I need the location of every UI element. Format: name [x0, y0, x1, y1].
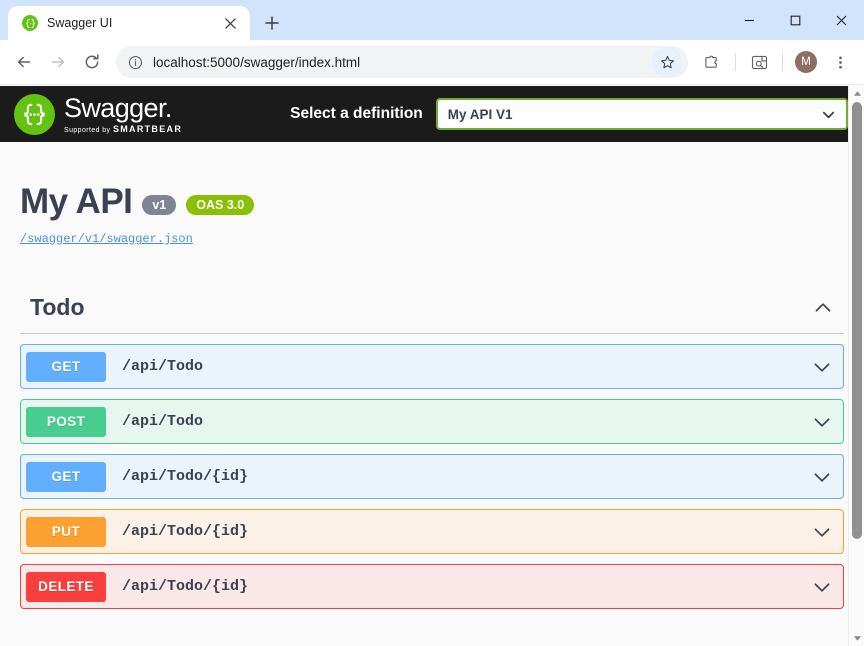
http-method-badge: POST: [26, 406, 106, 437]
chevron-up-icon[interactable]: [812, 297, 834, 319]
bookmark-star-icon[interactable]: [652, 47, 682, 77]
url-text: localhost:5000/swagger/index.html: [153, 54, 361, 70]
page-viewport: Swagger. Supported by SMARTBEAR Select a…: [0, 86, 864, 646]
operation-row[interactable]: GET /api/Todo: [20, 344, 844, 389]
spec-url-link[interactable]: /swagger/v1/swagger.json: [20, 232, 193, 246]
tag-name: Todo: [30, 294, 85, 320]
scrollbar-thumb[interactable]: [852, 102, 862, 539]
reload-button[interactable]: [76, 46, 108, 78]
definition-select[interactable]: My API V1: [435, 98, 848, 130]
operation-row[interactable]: POST /api/Todo: [20, 399, 844, 444]
tab-strip: Swagger UI: [0, 0, 864, 40]
browser-toolbar: localhost:5000/swagger/index.html M: [0, 40, 864, 85]
page-scrollbar[interactable]: [848, 86, 864, 646]
swagger-logo-text: Swagger: [64, 92, 165, 123]
operation-path: /api/Todo: [122, 413, 204, 430]
api-version-badge: v1: [142, 194, 177, 215]
operation-path: /api/Todo: [122, 358, 204, 375]
tab-close-icon[interactable]: [221, 14, 240, 33]
window-maximize-button[interactable]: [772, 0, 818, 40]
chevron-down-icon[interactable]: [811, 521, 833, 543]
swagger-favicon-icon: [22, 15, 38, 31]
operation-path: /api/Todo/{id}: [122, 578, 249, 595]
extensions-puzzle-icon[interactable]: [696, 46, 728, 78]
scroll-down-arrow-icon[interactable]: [849, 631, 864, 646]
http-method-badge: GET: [26, 351, 106, 382]
swagger-logo-trademark: .: [164, 92, 172, 123]
select-definition-label: Select a definition: [290, 105, 423, 122]
definition-selected-value: My API V1: [447, 106, 513, 122]
operations-list: GET /api/Todo POST /api/Todo: [20, 344, 844, 609]
operation-path: /api/Todo/{id}: [122, 523, 249, 540]
http-method-badge: PUT: [26, 516, 106, 547]
tab-title: Swagger UI: [47, 16, 113, 30]
new-tab-button[interactable]: [258, 9, 286, 37]
forward-button[interactable]: [42, 46, 74, 78]
address-bar[interactable]: localhost:5000/swagger/index.html: [116, 46, 688, 78]
tag-section-todo: Todo GET /api/Todo: [0, 294, 864, 609]
http-method-badge: DELETE: [26, 571, 106, 602]
scroll-up-arrow-icon[interactable]: [849, 86, 864, 101]
chevron-down-icon[interactable]: [811, 466, 833, 488]
window-close-button[interactable]: [818, 0, 864, 40]
http-method-badge: GET: [26, 461, 106, 492]
swagger-logo[interactable]: Swagger. Supported by SMARTBEAR: [14, 92, 183, 135]
window-minimize-button[interactable]: [726, 0, 772, 40]
operation-path: /api/Todo/{id}: [122, 468, 249, 485]
api-info-block: My API v1 OAS 3.0 /swagger/v1/swagger.js…: [0, 142, 864, 246]
toolbar-divider-1: [735, 53, 736, 71]
chevron-down-icon[interactable]: [811, 356, 833, 378]
toolbar-divider-2: [782, 53, 783, 71]
avatar-initial: M: [795, 51, 817, 73]
oas-version-badge: OAS 3.0: [186, 194, 255, 215]
api-title-row: My API v1 OAS 3.0: [20, 184, 864, 219]
chevron-down-icon[interactable]: [811, 411, 833, 433]
swagger-topbar: Swagger. Supported by SMARTBEAR Select a…: [0, 86, 848, 142]
swagger-logo-icon: [14, 93, 55, 135]
operation-row[interactable]: GET /api/Todo/{id}: [20, 454, 844, 499]
chevron-down-icon[interactable]: [811, 576, 833, 598]
side-panel-search-icon[interactable]: [743, 46, 775, 78]
tag-header-todo[interactable]: Todo: [20, 294, 844, 334]
site-info-icon[interactable]: [128, 55, 143, 70]
operation-row[interactable]: PUT /api/Todo/{id}: [20, 509, 844, 554]
window-controls: [726, 0, 864, 40]
chevron-down-icon: [821, 107, 836, 122]
page-title: My API: [20, 182, 133, 221]
supported-by-label: Supported by: [64, 126, 111, 134]
browser-tab-swagger-ui[interactable]: Swagger UI: [8, 6, 250, 40]
smartbear-brand: SMARTBEAR: [112, 123, 183, 134]
three-dot-menu-icon[interactable]: [824, 46, 856, 78]
back-button[interactable]: [8, 46, 40, 78]
profile-avatar[interactable]: M: [790, 46, 822, 78]
operation-row[interactable]: DELETE /api/Todo/{id}: [20, 564, 844, 609]
